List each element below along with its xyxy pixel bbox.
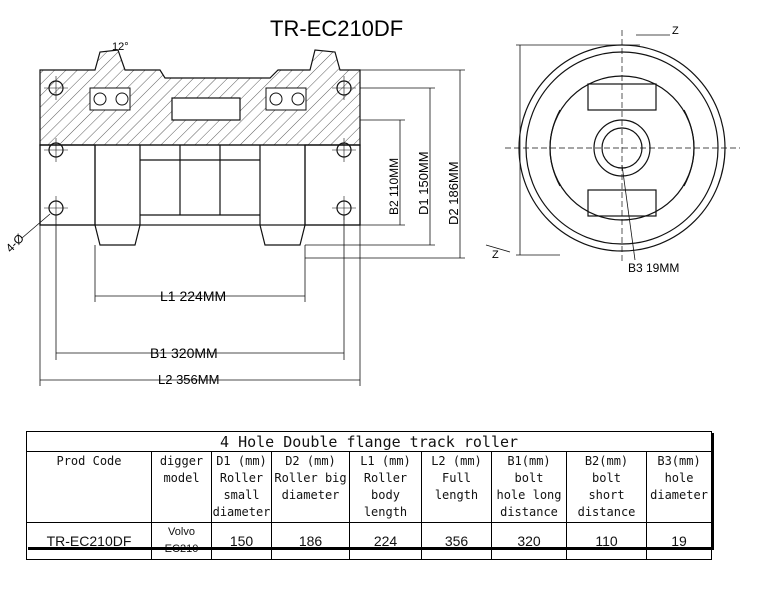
column-header-line: body — [371, 488, 400, 502]
column-header: B1(mm) bolt hole long distance — [491, 451, 567, 523]
spec-table: 4 Hole Double flange track roller Prod C… — [25, 431, 713, 560]
column-header-line: diameter — [212, 505, 271, 519]
table-shadow-bottom — [28, 547, 714, 550]
column-header-line: diameter — [650, 488, 708, 502]
column-header-line: model — [163, 471, 200, 485]
column-header-line: B2(mm) — [584, 454, 629, 468]
column-header-line: small — [223, 488, 260, 502]
column-header-line: Full — [442, 471, 471, 485]
dim-l1-label: L1 224MM — [160, 288, 226, 304]
table-cell: Volvo EC210 — [151, 522, 212, 560]
column-header: digger model — [151, 451, 212, 523]
column-header-line: distance — [577, 505, 636, 519]
axis-z-bottom-label: Z — [492, 249, 499, 261]
column-header-line: Roller — [363, 471, 408, 485]
table-cell: 19 — [645, 522, 713, 560]
table-cell: 110 — [566, 522, 647, 560]
table-cell: TR-EC210DF — [26, 522, 152, 560]
column-header-line: hole — [664, 471, 694, 485]
table-cell: 320 — [491, 522, 567, 560]
table-cell: 356 — [421, 522, 492, 560]
column-header-line: Prod Code — [56, 454, 122, 468]
column-header-line: short — [588, 488, 625, 502]
column-header: Prod Code — [26, 451, 152, 523]
roller-side-view — [21, 49, 361, 246]
table-cell: 224 — [349, 522, 422, 560]
roller-end-view — [485, 30, 740, 262]
table-caption: 4 Hole Double flange track roller — [25, 431, 713, 452]
axis-z-top-label: Z — [672, 25, 679, 37]
column-header-line: B1(mm) — [507, 454, 551, 468]
dim-b3-label: B3 19MM — [628, 261, 679, 275]
column-header-line: D1 (mm) — [216, 454, 267, 468]
dim-l2-label: L2 356MM — [158, 372, 219, 387]
column-header: D1 (mm) Roller small diameter — [211, 451, 272, 523]
table-shadow-right — [711, 433, 714, 547]
column-header-line: diameter — [281, 488, 340, 502]
column-header-line: length — [363, 505, 408, 519]
column-header-line: L1 (mm) — [360, 454, 411, 468]
dimension-lines — [39, 69, 465, 386]
column-header-line: distance — [500, 505, 558, 519]
dim-b2-label: B2 110MM — [387, 158, 401, 215]
drawing-title: TR-EC210DF — [270, 16, 403, 41]
column-header-line: Roller — [219, 471, 264, 485]
angle-label: 12° — [112, 41, 129, 53]
technical-drawing: TR-EC210DF 12° 4-Ø B2 110MM D1 150MM D2 … — [3, 16, 740, 387]
dim-d1-label: D1 150MM — [416, 151, 431, 215]
column-header-line: bolt — [592, 471, 621, 485]
column-header-line: D2 (mm) — [285, 454, 336, 468]
column-header-line: digger — [159, 454, 204, 468]
column-header-line: Roller big — [274, 471, 347, 485]
column-header-line: bolt — [514, 471, 544, 485]
column-header-line: L2 (mm) — [431, 454, 482, 468]
column-header-line: length — [434, 488, 479, 502]
column-header-line: hole long — [496, 488, 562, 502]
column-header: D2 (mm) Roller big diameter — [271, 451, 350, 523]
table-cell: 150 — [211, 522, 272, 560]
hole-label: 4-Ø — [3, 231, 27, 255]
column-header: B3(mm) hole diameter — [645, 451, 713, 523]
table-cell: 186 — [271, 522, 350, 560]
column-header: L1 (mm) Roller body length — [349, 451, 422, 523]
column-header: B2(mm) bolt short distance — [566, 451, 647, 523]
dim-d2-label: D2 186MM — [446, 161, 461, 225]
column-header-line: B3(mm) — [657, 454, 701, 468]
column-header: L2 (mm) Full length — [421, 451, 492, 523]
dim-b1-label: B1 320MM — [150, 345, 218, 361]
